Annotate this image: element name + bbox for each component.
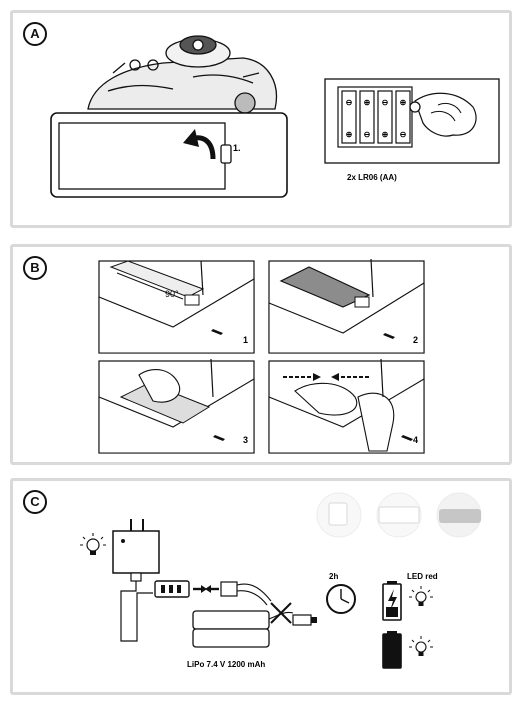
step-number-2: 2 — [413, 335, 418, 345]
main-plug — [292, 614, 317, 626]
step-1-panel: 90° 1 — [98, 260, 255, 354]
section-badge-b: B — [23, 256, 47, 280]
battery-spec-label: LiPo 7.4 V 1200 mAh — [187, 660, 265, 669]
airplane-icon — [211, 327, 223, 337]
step-2-panel: 2 — [268, 258, 425, 354]
light-bulb-icon — [80, 533, 106, 555]
panel-c-illustration: LiPo 7.4 V 1200 mAh 2h LED red — [80, 492, 482, 669]
step-4-panel: 4 — [268, 358, 425, 454]
cover-latch — [220, 144, 232, 164]
section-badge-c: C — [23, 490, 47, 514]
balance-connector — [154, 580, 190, 598]
drone-top-sketch — [87, 35, 277, 114]
panel-c: C — [10, 478, 512, 695]
svg-text:⊖: ⊖ — [400, 130, 407, 139]
svg-text:⊖: ⊖ — [382, 98, 389, 107]
step-3-panel: 3 — [98, 358, 255, 454]
pull-arrows-icon — [283, 373, 369, 381]
charge-time-label: 2h — [329, 572, 338, 581]
panel-b-illustration: 90° 1 2 3 — [98, 258, 425, 454]
step-1-label: 1. — [233, 143, 241, 153]
step-number-3: 3 — [243, 435, 248, 445]
svg-text:⊕: ⊕ — [346, 130, 353, 139]
airplane-icon — [401, 433, 413, 443]
battery-lead-connector — [220, 581, 272, 606]
step-number-4: 4 — [413, 435, 418, 445]
reference-thumbnails — [316, 492, 482, 538]
no-connect-cross-icon — [270, 602, 292, 624]
battery-full-icon — [382, 631, 402, 669]
aa-battery-tray: ⊖ ⊕ ⊕ ⊖ ⊖ ⊕ ⊕ ⊖ — [324, 78, 500, 164]
battery-type-caption: 2x LR06 (AA) — [347, 173, 397, 182]
battery-charging-icon — [382, 581, 402, 621]
angle-label: 90° — [165, 289, 179, 299]
light-bulb-icon — [409, 636, 433, 656]
svg-text:⊖: ⊖ — [364, 130, 371, 139]
step-number-1: 1 — [243, 335, 248, 345]
led-red-label: LED red — [407, 572, 438, 581]
svg-text:⊖: ⊖ — [346, 98, 353, 107]
svg-text:⊕: ⊕ — [364, 98, 371, 107]
airplane-icon — [383, 331, 395, 341]
section-badge-a: A — [23, 22, 47, 46]
panel-a-illustration: 1. ⊖ ⊕ ⊕ ⊖ ⊖ ⊕ ⊕ ⊖ 2x LR06 (AA) — [50, 35, 500, 198]
panel-a: A 1. — [10, 10, 512, 228]
airplane-icon — [213, 433, 225, 443]
svg-text:⊕: ⊕ — [382, 130, 389, 139]
panel-b: B 90° 1 2 — [10, 244, 512, 465]
light-bulb-icon — [409, 586, 433, 606]
arrow-icon — [193, 585, 219, 593]
wall-charger — [112, 519, 160, 642]
open-arrow-icon — [183, 129, 216, 160]
lipo-battery — [192, 610, 294, 648]
battery-cover-door — [58, 122, 226, 190]
svg-text:⊕: ⊕ — [400, 98, 407, 107]
clock-icon — [326, 584, 356, 614]
